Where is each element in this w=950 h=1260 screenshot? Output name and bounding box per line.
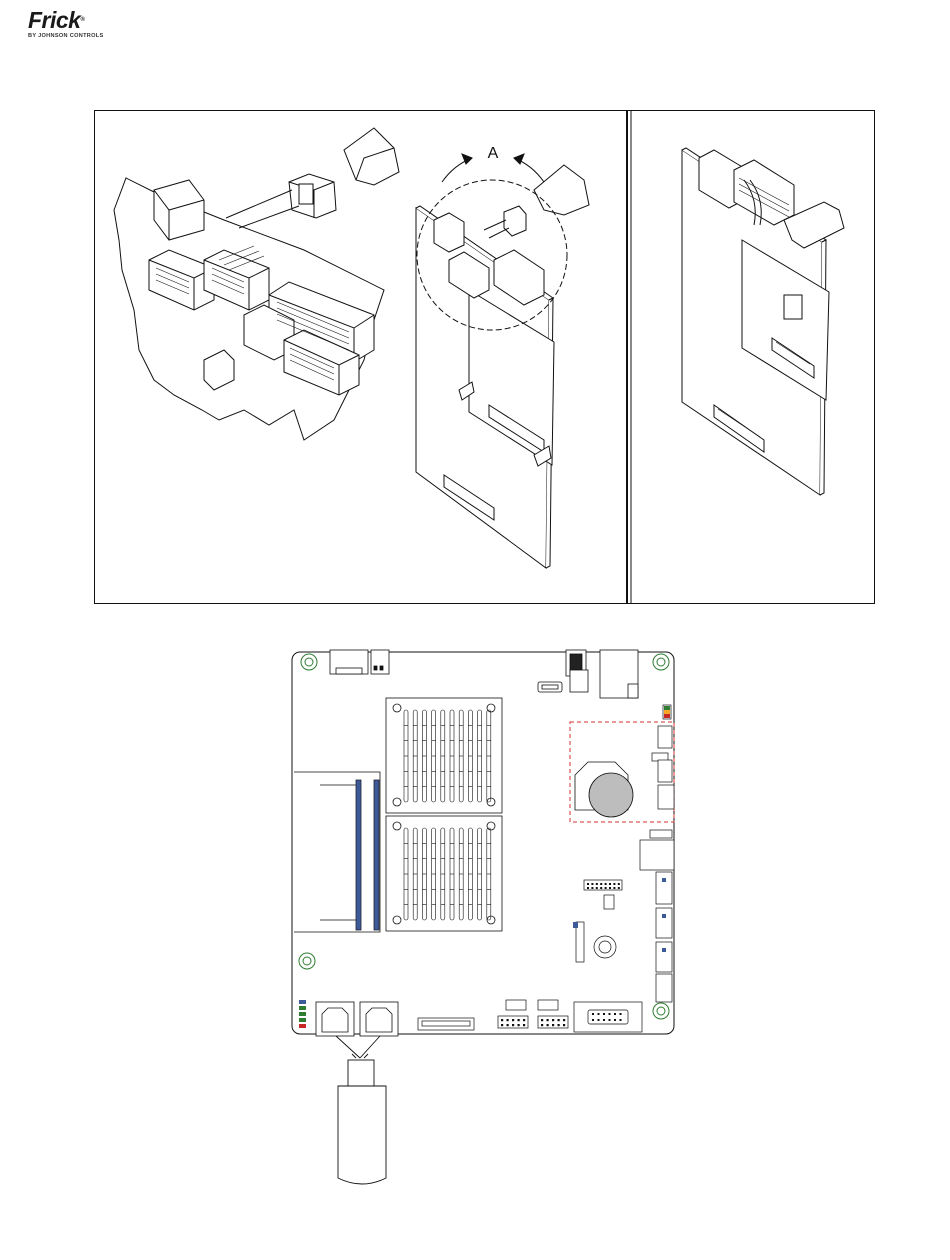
- frick-logo: Frick® BY JOHNSON CONTROLS: [28, 8, 138, 44]
- board-top-view-diagram: [280, 640, 680, 1190]
- memory-slot: [294, 772, 380, 932]
- installed-cable-view: [682, 148, 844, 495]
- callout-label: A: [488, 145, 499, 162]
- heatsink-lower: [386, 816, 502, 931]
- network-cable: [336, 1036, 386, 1184]
- isometric-connector-illustration: A: [94, 110, 875, 604]
- connector-detail-view: [114, 128, 399, 440]
- coin-cell-battery: [589, 773, 633, 817]
- brand-name: Frick®: [28, 8, 138, 32]
- brand-subtitle: BY JOHNSON CONTROLS: [28, 33, 138, 39]
- heatsink-upper: [386, 698, 502, 813]
